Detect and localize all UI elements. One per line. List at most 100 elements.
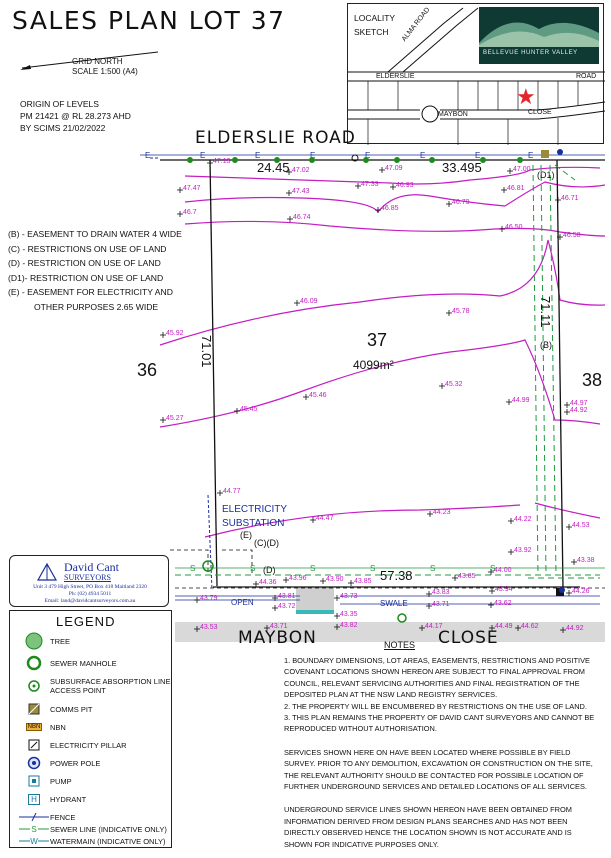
road-elderslie-label: ELDERSLIE ROAD xyxy=(195,128,356,148)
legend-label: SEWER MANHOLE xyxy=(50,658,117,668)
svg-text:S: S xyxy=(490,564,495,573)
easement-b: (B) - EASEMENT TO DRAIN WATER 4 WIDE xyxy=(8,229,182,239)
svg-text:E: E xyxy=(255,151,260,160)
spot-level: 44.92 xyxy=(566,625,584,632)
legend-row-pole: POWER POLE xyxy=(18,754,178,772)
hills-logo-icon xyxy=(479,22,599,47)
legend-row-hydrant: H HYDRANT xyxy=(18,790,178,808)
label-cd: (C)(D) xyxy=(254,538,279,548)
absorption-icon xyxy=(18,678,50,694)
spot-level: 43.62 xyxy=(494,600,512,607)
spot-level: 43.71 xyxy=(270,623,288,630)
legend-label: WATERMAIN (INDICATIVE ONLY) xyxy=(50,836,166,846)
north-arrow-icon xyxy=(20,51,159,70)
spot-level: 44.92 xyxy=(570,407,588,414)
svg-text:S: S xyxy=(190,564,195,573)
spot-level: 47.43 xyxy=(292,188,310,195)
legend-label: SUBSURFACE ABSORPTION LINE ACCESS POINT xyxy=(50,677,171,695)
legend-label: PUMP xyxy=(50,776,72,786)
spot-level: 44.36 xyxy=(259,579,277,586)
svg-text:E: E xyxy=(475,151,480,160)
legend-label: COMMS PIT xyxy=(50,704,93,714)
spot-level: 46.93 xyxy=(396,182,414,189)
spot-level: 43.82 xyxy=(340,622,358,629)
manhole-icon xyxy=(18,655,50,671)
lot-36-label: 36 xyxy=(137,360,158,380)
legend-row-fence: FENCE xyxy=(18,808,178,826)
spot-level: 44.99 xyxy=(512,397,530,404)
legend-row-nbn: NBN NBN xyxy=(18,718,178,736)
scale-label: SCALE 1:500 (A4) xyxy=(72,67,138,76)
spot-level: 46.58 xyxy=(563,232,581,239)
label-e: (E) xyxy=(240,530,252,540)
legend-label: NBN xyxy=(50,722,66,732)
svg-text:E: E xyxy=(200,151,205,160)
spot-level: 43.90 xyxy=(326,576,344,583)
watermain-icon: W xyxy=(19,836,49,846)
spot-level: 44.00 xyxy=(494,567,512,574)
legend-label: POWER POLE xyxy=(50,758,101,768)
road-close-label: CLOSE xyxy=(438,628,499,648)
grid-north-label: GRID NORTH xyxy=(72,57,123,66)
easement-c: (C) - RESTRICTIONS ON USE OF LAND xyxy=(8,243,167,254)
easement-d1: (D1)- RESTRICTION ON USE OF LAND xyxy=(8,272,164,283)
svg-text:S: S xyxy=(250,564,255,573)
spot-level: 46.50 xyxy=(505,224,523,231)
spot-level: 44.77 xyxy=(223,488,241,495)
locality-title-1: LOCALITY xyxy=(354,13,396,23)
spot-level: 44.23 xyxy=(433,509,451,516)
spot-level: 43.35 xyxy=(340,611,358,618)
spot-level: 43.92 xyxy=(514,547,532,554)
note-underground: UNDERGROUND SERVICE LINES SHOWN HEREON H… xyxy=(284,805,572,849)
bellevue-logo: BELLEVUE HUNTER VALLEY xyxy=(479,7,599,64)
legend-row-water: W WATERMAIN (INDICATIVE ONLY) xyxy=(18,832,178,850)
legend-row-sewer: S SEWER LINE (INDICATIVE ONLY) xyxy=(18,820,178,838)
spot-level: 45.78 xyxy=(452,308,470,315)
spot-level: 46.81 xyxy=(507,185,525,192)
comms-pit-icon xyxy=(18,701,50,717)
lot-area: 4099m² xyxy=(353,358,394,372)
label-b: (B) xyxy=(540,340,552,350)
legend-row-pillar: ELECTRICITY PILLAR xyxy=(18,736,178,754)
surveyor-logo-icon xyxy=(36,562,58,581)
dim-top-right: 33.495 xyxy=(442,160,482,175)
svg-text:E: E xyxy=(310,151,315,160)
legend-row-pump: PUMP xyxy=(18,772,178,790)
svg-text:E: E xyxy=(145,151,150,160)
hydrant-icon: H xyxy=(18,791,50,807)
spot-level: 44.22 xyxy=(514,516,532,523)
origin-block: ORIGIN OF LEVELS PM 21421 @ RL 28.273 AH… xyxy=(20,98,131,134)
lot-number: 37 xyxy=(367,330,388,350)
locality-maybon: MAYBON xyxy=(438,111,468,118)
electricity-label: ELECTRICITY xyxy=(222,504,288,515)
spot-level: 43.38 xyxy=(577,557,595,564)
spot-level: 43.96 xyxy=(289,575,307,582)
spot-level: 43.53 xyxy=(200,624,218,631)
sewer-line-icon: S xyxy=(19,824,49,834)
spot-level: 44.97 xyxy=(570,400,588,407)
power-pole-icon xyxy=(18,755,50,771)
legend-label: HYDRANT xyxy=(50,794,87,804)
locality-road: ROAD xyxy=(576,73,597,80)
legend-panel: LEGEND xyxy=(9,610,172,848)
locality-title-2: SKETCH xyxy=(354,27,389,37)
road-maybon-label: MAYBON xyxy=(238,628,317,648)
locality-elderslie: ELDERSLIE xyxy=(376,73,415,80)
legend-label: SEWER LINE (INDICATIVE ONLY) xyxy=(50,824,167,834)
spot-level: 44.26 xyxy=(572,588,590,595)
spot-level: 43.71 xyxy=(432,601,450,608)
pump-icon xyxy=(18,773,50,789)
legend-label: FENCE xyxy=(50,812,76,822)
svg-text:E: E xyxy=(528,151,533,160)
svg-text:E: E xyxy=(420,151,425,160)
spot-level: 43.79 xyxy=(200,595,218,602)
svg-text:S: S xyxy=(310,564,315,573)
spot-level: 45.27 xyxy=(166,415,184,422)
substation-label: SUBSTATION xyxy=(222,518,285,529)
legend-row-tree: TREE xyxy=(18,632,178,650)
svg-text:S: S xyxy=(430,564,435,573)
spot-level: 43.85 xyxy=(354,578,372,585)
svg-text:E: E xyxy=(365,151,370,160)
legend-label: TREE xyxy=(50,636,71,646)
